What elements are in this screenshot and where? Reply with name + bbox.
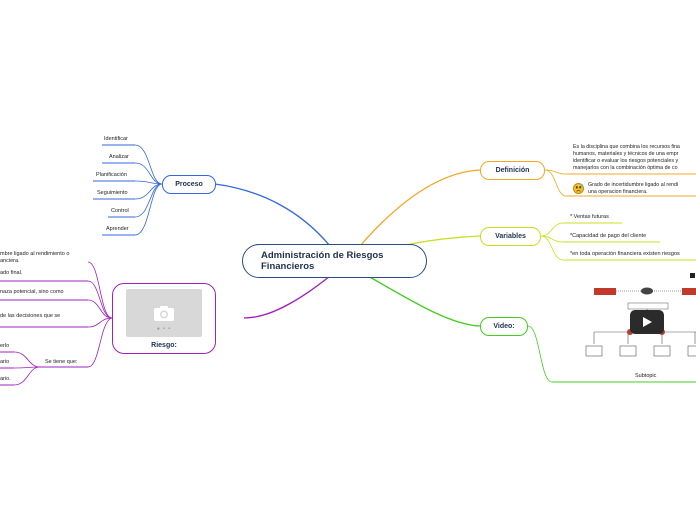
proceso-item-seguimiento[interactable]: Seguimiento: [97, 190, 128, 196]
carousel-dots: ● • •: [156, 326, 172, 332]
video-subtopic[interactable]: Subtopic: [635, 373, 657, 379]
play-button[interactable]: [630, 310, 664, 334]
riesgo-label: Riesgo:: [151, 342, 177, 349]
central-topic-title: Administración de Riesgos Financieros: [261, 249, 384, 272]
worried-face-icon: [573, 183, 584, 194]
se-tiene-que-item-1[interactable]: erlo: [0, 343, 10, 349]
video-label: Video:: [493, 323, 515, 330]
definicion-label: Definición: [495, 167, 530, 174]
play-icon: [643, 317, 652, 327]
se-tiene-que-item-2[interactable]: ario: [0, 359, 10, 365]
variables-item-1[interactable]: * Ventas futuras: [570, 214, 609, 220]
proceso-label: Proceso: [175, 181, 203, 188]
se-tiene-que-label[interactable]: Se tiene que:: [45, 359, 78, 365]
variables-item-2[interactable]: *Capacidad de pago del cliente: [570, 233, 647, 239]
definicion-item-1[interactable]: Es la disciplina que combina los recurso…: [573, 144, 680, 172]
proceso-item-control[interactable]: Control: [111, 208, 129, 214]
proceso-item-identificar[interactable]: Identificar: [104, 136, 128, 142]
riesgo-item-3[interactable]: naza potencial, sino como: [0, 289, 64, 295]
definicion-node[interactable]: Definición: [480, 161, 545, 180]
variables-item-3[interactable]: *en toda operación financiera existen ri…: [570, 251, 680, 257]
riesgo-item-4[interactable]: de las decisiones que se: [0, 313, 61, 319]
camera-icon: [154, 305, 174, 321]
image-placeholder: ● • •: [126, 289, 202, 337]
proceso-item-planificacion[interactable]: Planificación: [96, 172, 127, 178]
se-tiene-que-item-3[interactable]: ario.: [0, 376, 11, 382]
riesgo-item-1[interactable]: mbre ligado al rendimiento o anciera.: [0, 251, 70, 265]
proceso-node[interactable]: Proceso: [162, 175, 216, 194]
definicion-item-2[interactable]: Grado de incertidumbre ligado al rendi u…: [588, 182, 679, 196]
variables-node[interactable]: Variables: [480, 227, 541, 246]
proceso-item-aprender[interactable]: Aprender: [106, 226, 129, 232]
riesgo-item-2[interactable]: ado final.: [0, 270, 23, 276]
variables-label: Variables: [495, 233, 526, 240]
video-thumbnail[interactable]: [580, 270, 696, 366]
central-topic[interactable]: Administración de Riesgos Financieros: [242, 244, 427, 278]
proceso-item-analizar[interactable]: Analizar: [109, 154, 129, 160]
riesgo-node[interactable]: ● • • Riesgo:: [112, 283, 216, 354]
video-node[interactable]: Video:: [480, 317, 528, 336]
